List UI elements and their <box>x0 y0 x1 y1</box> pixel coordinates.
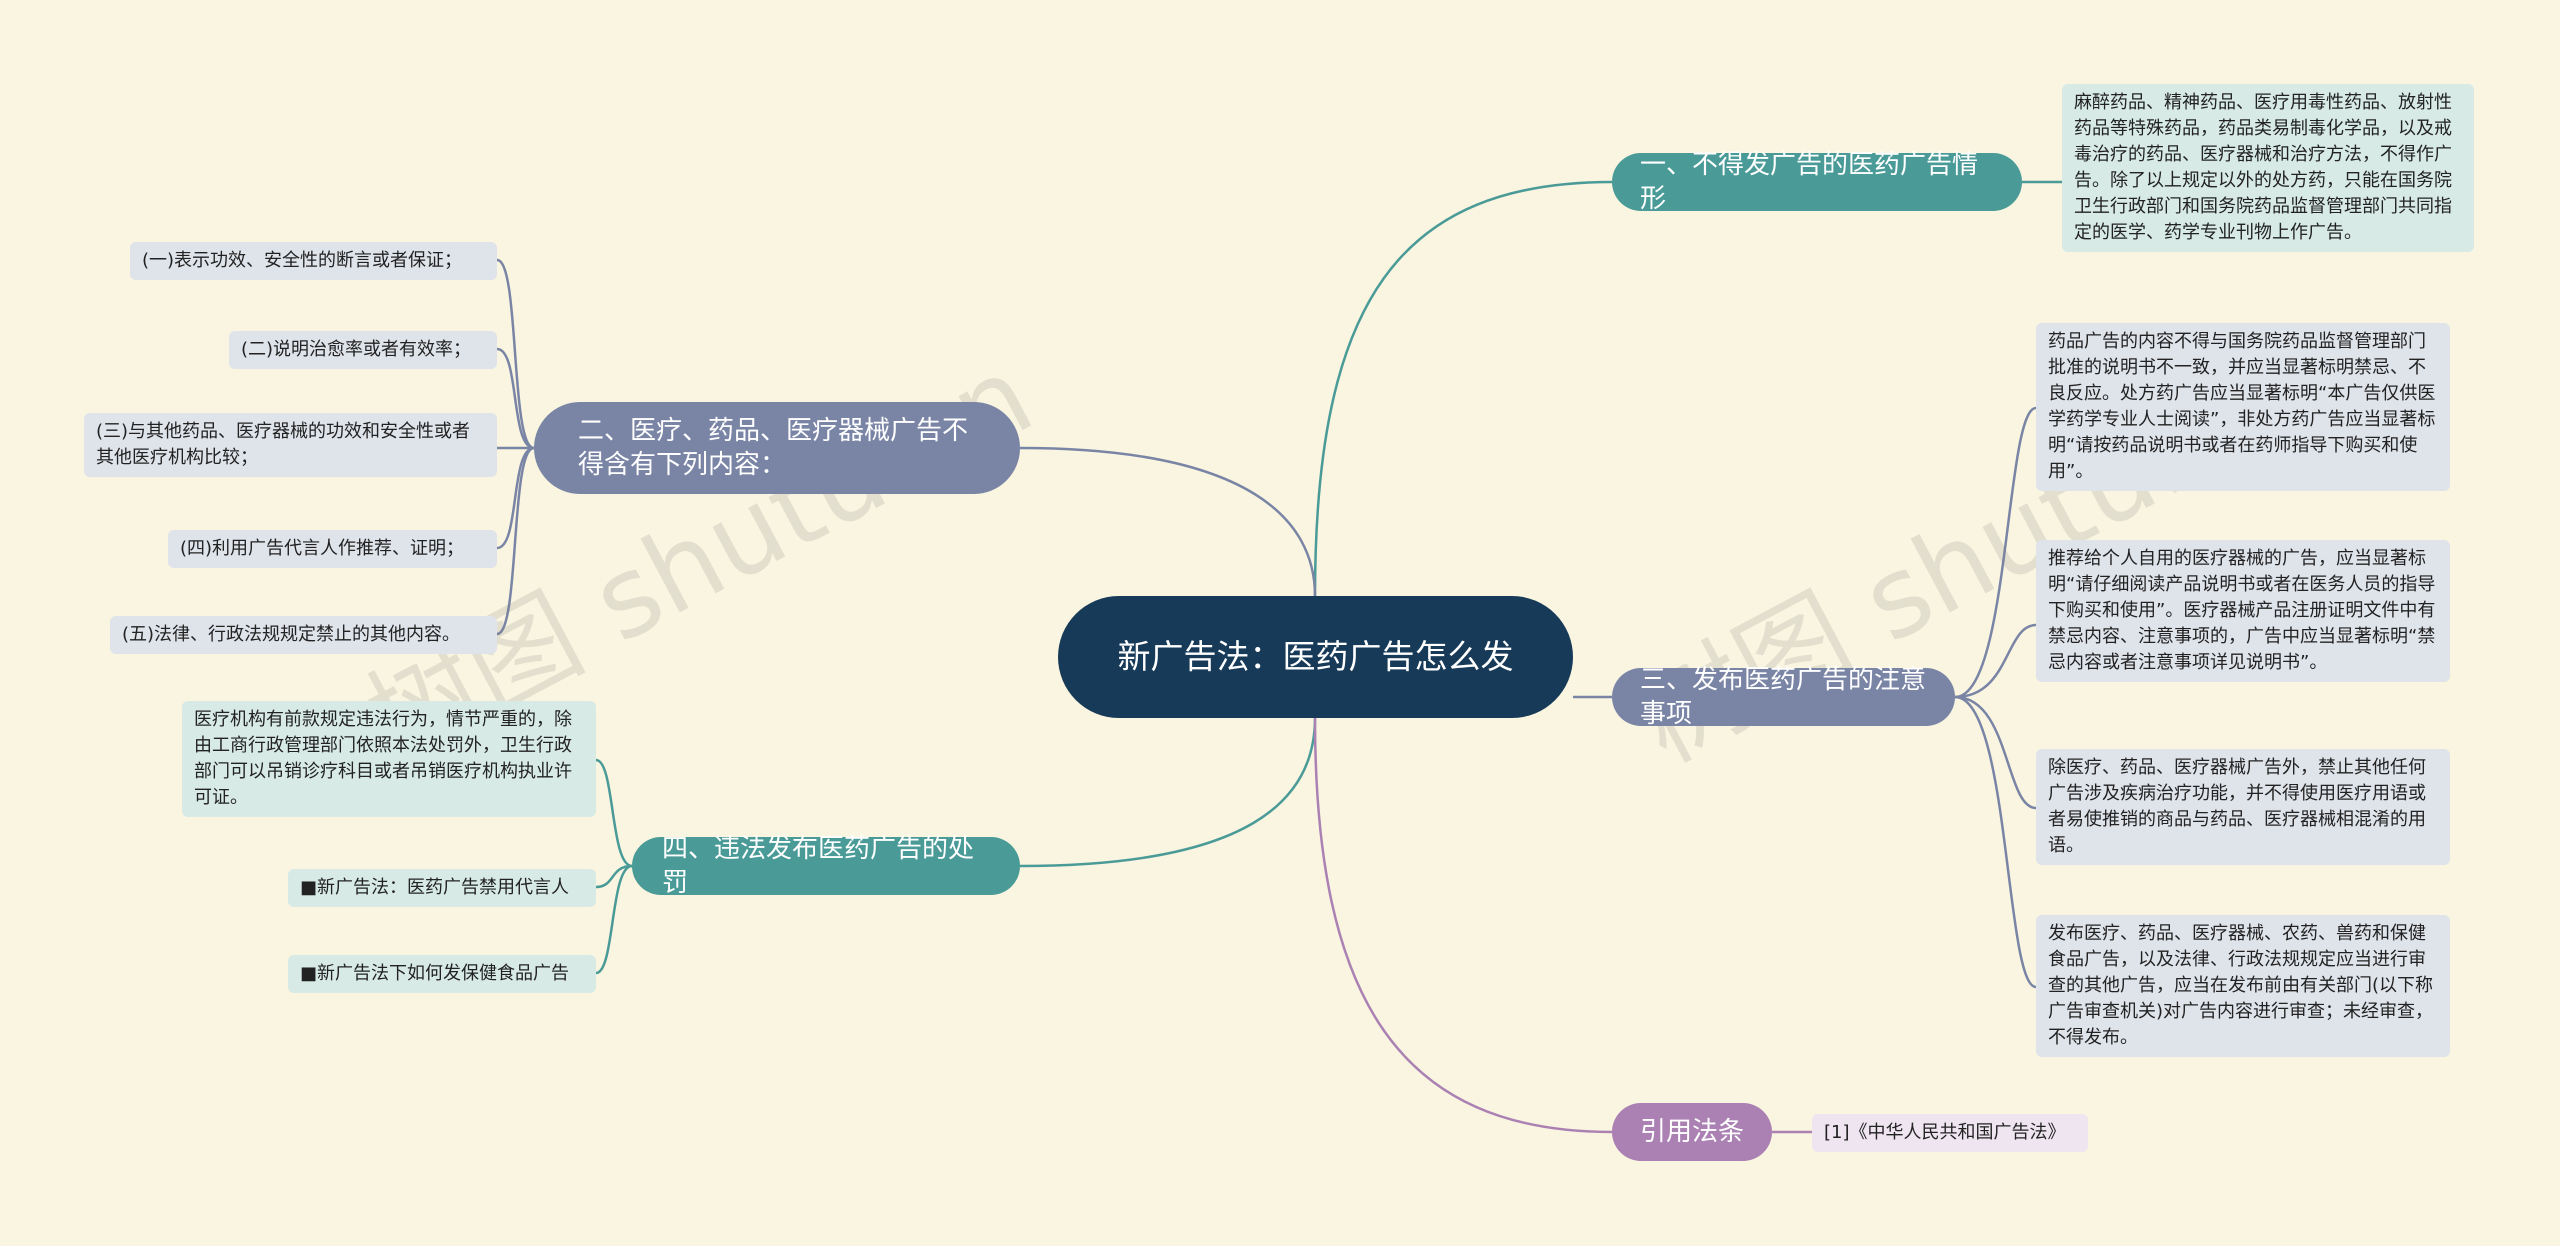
branch-3-leaf-4[interactable]: 发布医疗、药品、医疗器械、农药、兽药和保健食品广告，以及法律、行政法规规定应当进… <box>2036 915 2450 1057</box>
link-branch4-leaf1 <box>595 758 633 868</box>
branch-5-leaf-1[interactable]: [1]《中华人民共和国广告法》 <box>1812 1114 2088 1152</box>
link-branch2-leaf4 <box>496 446 535 550</box>
branch-5-topic[interactable]: 引用法条 <box>1612 1103 1772 1161</box>
branch-2-topic[interactable]: 二、医疗、药品、医疗器械广告不得含有下列内容： <box>534 402 1020 494</box>
branch-2-leaf-4[interactable]: (四)利用广告代言人作推荐、证明； <box>168 530 497 568</box>
link-branch3-leaf3 <box>1954 695 2037 810</box>
link-center-branch2 <box>1019 446 1317 597</box>
link-branch3-leaf2 <box>1954 623 2037 699</box>
link-branch2-leaf5 <box>496 446 535 636</box>
link-branch2-leaf2 <box>496 347 535 450</box>
branch-3-leaf-3[interactable]: 除医疗、药品、医疗器械广告外，禁止其他任何广告涉及疾病治疗功能，并不得使用医疗用… <box>2036 749 2450 865</box>
link-branch3-leaf4 <box>1954 695 2037 989</box>
link-branch3-leaf1 <box>1954 406 2037 699</box>
link-branch4-leaf3 <box>595 864 633 975</box>
branch-3-leaf-2[interactable]: 推荐给个人自用的医疗器械的广告，应当显著标明“请仔细阅读产品说明书或者在医务人员… <box>2036 540 2450 682</box>
branch-2-leaf-2[interactable]: (二)说明治愈率或者有效率； <box>229 331 497 369</box>
branch-4-leaf-1[interactable]: 医疗机构有前款规定违法行为，情节严重的，除由工商行政管理部门依照本法处罚外，卫生… <box>182 701 596 817</box>
branch-4-topic[interactable]: 四、违法发布医药广告的处罚 <box>632 834 1020 898</box>
branch-3-topic[interactable]: 三、发布医药广告的注意事项 <box>1612 665 1955 729</box>
link-center-branch5 <box>1313 717 1613 1134</box>
branch-4-leaf-3[interactable]: ■新广告法下如何发保健食品广告 <box>288 955 596 993</box>
branch-2-leaf-3[interactable]: (三)与其他药品、医疗器械的功效和安全性或者其他医疗机构比较； <box>84 413 497 477</box>
branch-3-leaf-1[interactable]: 药品广告的内容不得与国务院药品监督管理部门批准的说明书不一致，并应当显著标明禁忌… <box>2036 323 2450 491</box>
branch-4-leaf-2[interactable]: ■新广告法：医药广告禁用代言人 <box>288 869 596 907</box>
center-topic[interactable]: 新广告法：医药广告怎么发 <box>1058 596 1573 718</box>
branch-2-leaf-1[interactable]: (一)表示功效、安全性的断言或者保证； <box>130 242 497 280</box>
branch-2-leaf-5[interactable]: (五)法律、行政法规规定禁止的其他内容。 <box>110 616 497 654</box>
link-branch2-leaf1 <box>496 258 535 450</box>
link-center-branch1 <box>1313 180 1613 597</box>
branch-1-leaf-1[interactable]: 麻醉药品、精神药品、医疗用毒性药品、放射性药品等特殊药品，药品类易制毒化学品，以… <box>2062 84 2474 252</box>
branch-1-topic[interactable]: 一、不得发广告的医药广告情形 <box>1612 150 2022 214</box>
link-center-branch4 <box>1019 717 1317 868</box>
